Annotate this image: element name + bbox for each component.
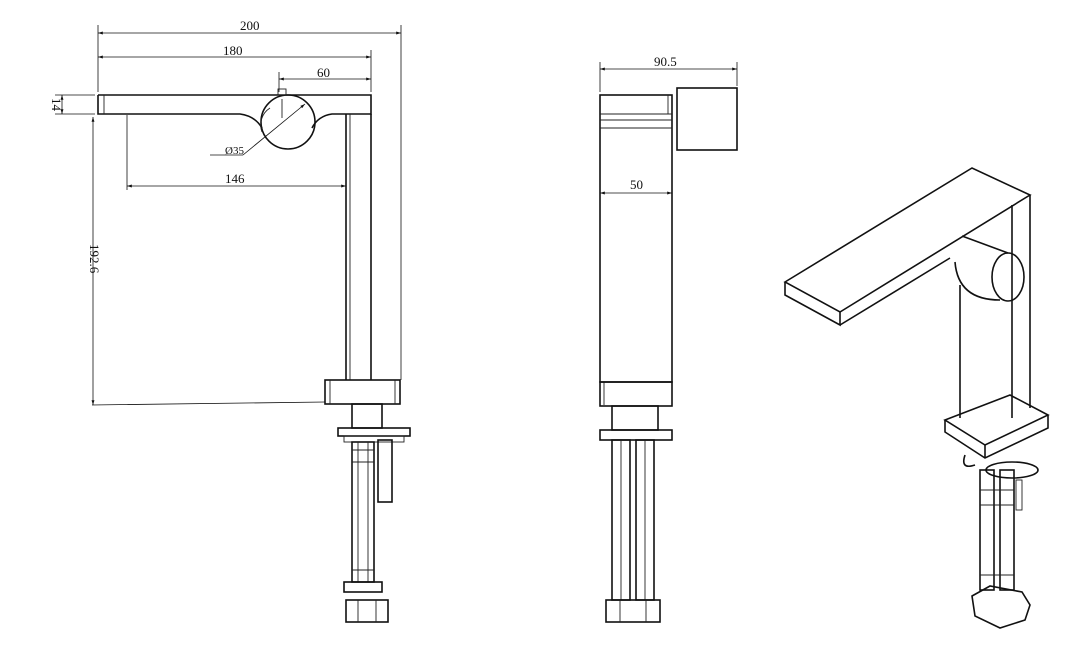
- dim-spout-height: 192.6: [87, 244, 102, 274]
- dim-overall-length: 200: [240, 18, 260, 33]
- base-plate: [324, 379, 401, 405]
- dim-spout-length: 180: [223, 43, 243, 58]
- dim-overall-depth: 90.5: [654, 54, 677, 69]
- dim-body-width: 50: [630, 177, 643, 192]
- handle-outline: [676, 87, 738, 151]
- dim-handle-diameter: Ø35: [225, 145, 244, 157]
- dim-handle-offset: 60: [317, 65, 330, 80]
- dim-spout-reach: 146: [225, 171, 245, 186]
- front-view: 200 180 60 14 Ø35 146 192.6: [49, 18, 411, 623]
- side-view: 90.5 50: [599, 54, 738, 623]
- handle-circle: [260, 94, 316, 150]
- isometric-view: [783, 167, 1050, 629]
- spout-outline: [97, 94, 372, 380]
- body-outline: [599, 94, 673, 383]
- dim-spout-thickness: 14: [49, 98, 64, 112]
